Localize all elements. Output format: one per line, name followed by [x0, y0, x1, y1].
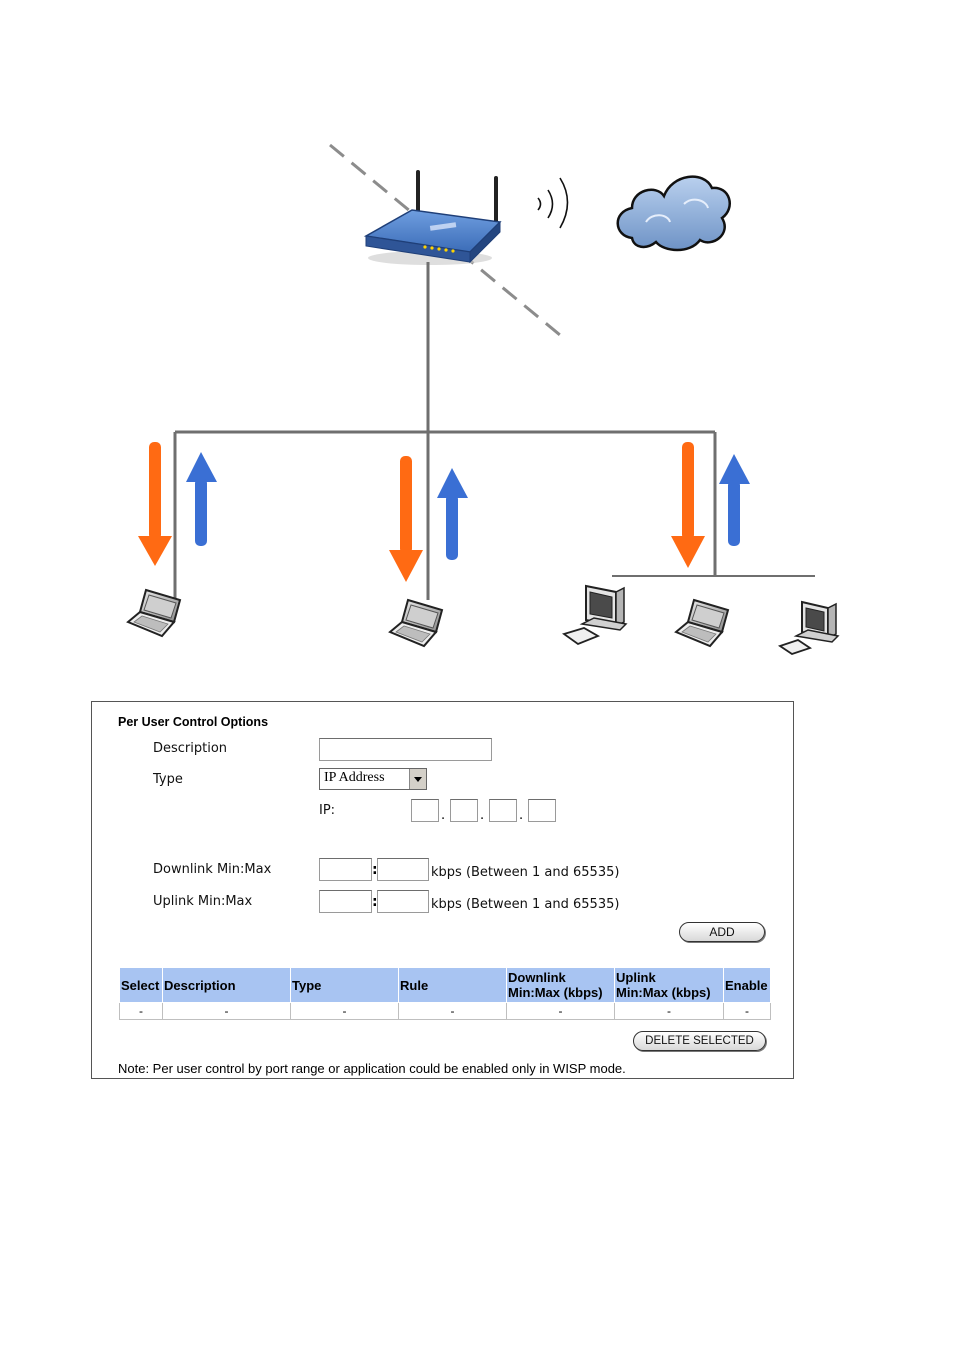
table-cell: -	[290, 1002, 399, 1020]
downlink-min-input[interactable]	[319, 858, 372, 881]
col-description-header: Description	[162, 967, 291, 1003]
wisp-mode-note: Note: Per user control by port range or …	[118, 1061, 626, 1076]
downlink-arrow	[671, 442, 705, 568]
table-cell: -	[119, 1002, 163, 1020]
col-select-header: Select	[119, 967, 163, 1003]
network-diagram	[126, 143, 840, 655]
type-label: Type	[153, 772, 183, 787]
description-label: Description	[153, 741, 228, 756]
uplink-range-hint: kbps (Between 1 and 65535)	[431, 897, 620, 912]
table-cell: -	[723, 1002, 771, 1020]
delete-selected-button[interactable]: DELETE SELECTED	[633, 1031, 766, 1051]
type-select[interactable]: IP Address	[319, 768, 427, 790]
uplink-arrow	[437, 468, 468, 560]
ip-octet-3-input[interactable]	[489, 799, 517, 822]
table-cell: -	[162, 1002, 291, 1020]
uplink-arrow	[719, 454, 750, 546]
laptop-icon	[674, 598, 730, 648]
ip-dot: .	[480, 808, 485, 823]
type-select-value: IP Address	[324, 770, 385, 785]
table-cell: -	[506, 1002, 615, 1020]
downlink-range-hint: kbps (Between 1 and 65535)	[431, 865, 620, 880]
description-input[interactable]	[319, 738, 492, 761]
uplink-min-input[interactable]	[319, 890, 372, 913]
network-cabling	[173, 262, 815, 600]
table-cell: -	[398, 1002, 507, 1020]
table-row: - - - - - - -	[119, 1002, 771, 1020]
laptop-icon	[388, 598, 444, 648]
wireless-signal-icon	[537, 177, 569, 229]
downlink-arrow	[138, 442, 172, 566]
add-button[interactable]: ADD	[679, 922, 765, 942]
desktop-pc-icon	[561, 584, 628, 646]
col-type-header: Type	[290, 967, 399, 1003]
uplink-label: Uplink Min:Max	[153, 894, 253, 909]
ip-label: IP:	[319, 803, 336, 818]
ip-octet-4-input[interactable]	[528, 799, 556, 822]
ip-dot: .	[519, 808, 524, 823]
per-user-control-panel: Per User Control Options Description Typ…	[91, 701, 794, 1079]
uplink-colon: :	[372, 894, 378, 910]
uplink-arrow	[186, 452, 217, 546]
laptop-icon	[126, 588, 182, 638]
ip-dot: .	[441, 808, 446, 823]
col-enable-header: Enable	[723, 967, 771, 1003]
table-cell: -	[614, 1002, 724, 1020]
uplink-max-input[interactable]	[377, 890, 429, 913]
downlink-label: Downlink Min:Max	[153, 862, 272, 877]
downlink-max-input[interactable]	[377, 858, 429, 881]
chevron-down-icon[interactable]	[409, 769, 426, 789]
desktop-pc-icon	[777, 600, 840, 655]
panel-title: Per User Control Options	[118, 715, 269, 729]
downlink-arrow	[389, 456, 423, 582]
ip-octet-2-input[interactable]	[450, 799, 478, 822]
router-icon	[363, 170, 502, 265]
downlink-colon: :	[372, 862, 378, 878]
internet-cloud-icon	[616, 175, 731, 252]
ip-octet-1-input[interactable]	[411, 799, 439, 822]
col-rule-header: Rule	[398, 967, 507, 1003]
